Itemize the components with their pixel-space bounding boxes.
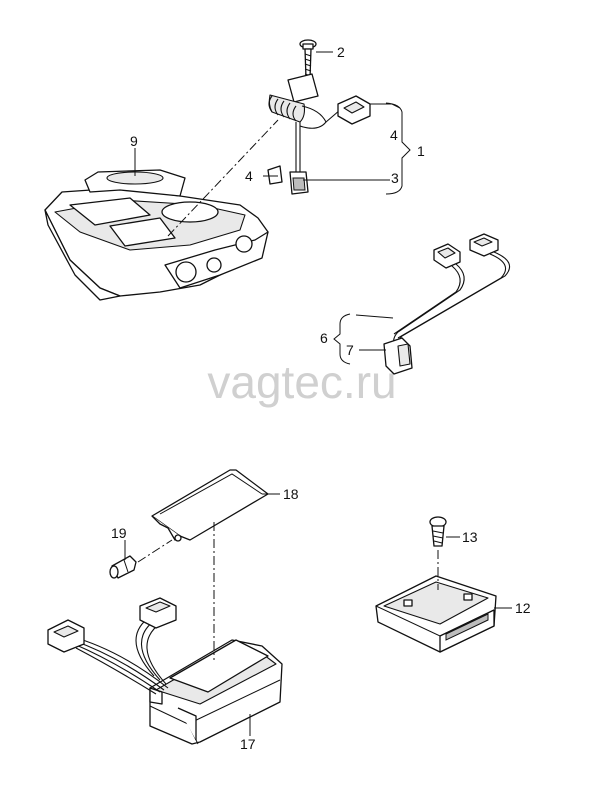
assembly-lines	[137, 119, 439, 660]
label-9: 9	[130, 133, 138, 149]
part-18-lid	[151, 469, 269, 542]
watermark: vagtec.ru	[207, 356, 396, 408]
callout-labels: 2 4 1 9 4 3 6 7 18 19 13 12 17	[111, 44, 531, 752]
part-4-wiring-with-coil	[267, 73, 371, 195]
label-4a: 4	[390, 127, 398, 143]
label-4b: 4	[245, 168, 253, 184]
part-6-wire-harness	[383, 233, 511, 375]
label-3: 3	[391, 170, 399, 186]
part-9-light-housing	[44, 169, 269, 301]
part-17-base-module	[47, 597, 283, 745]
part-2-screw	[299, 39, 317, 79]
leader-lines	[124, 51, 512, 736]
label-18: 18	[283, 486, 299, 502]
part-12-lamp-unit	[375, 575, 497, 653]
label-17: 17	[240, 736, 256, 752]
label-19: 19	[111, 525, 127, 541]
label-6: 6	[320, 330, 328, 346]
label-13: 13	[462, 529, 478, 545]
label-12: 12	[515, 600, 531, 616]
part-13-screw	[429, 516, 447, 547]
label-2: 2	[337, 44, 345, 60]
label-7: 7	[346, 342, 354, 358]
label-1: 1	[417, 143, 425, 159]
part-19-plug	[109, 555, 137, 579]
